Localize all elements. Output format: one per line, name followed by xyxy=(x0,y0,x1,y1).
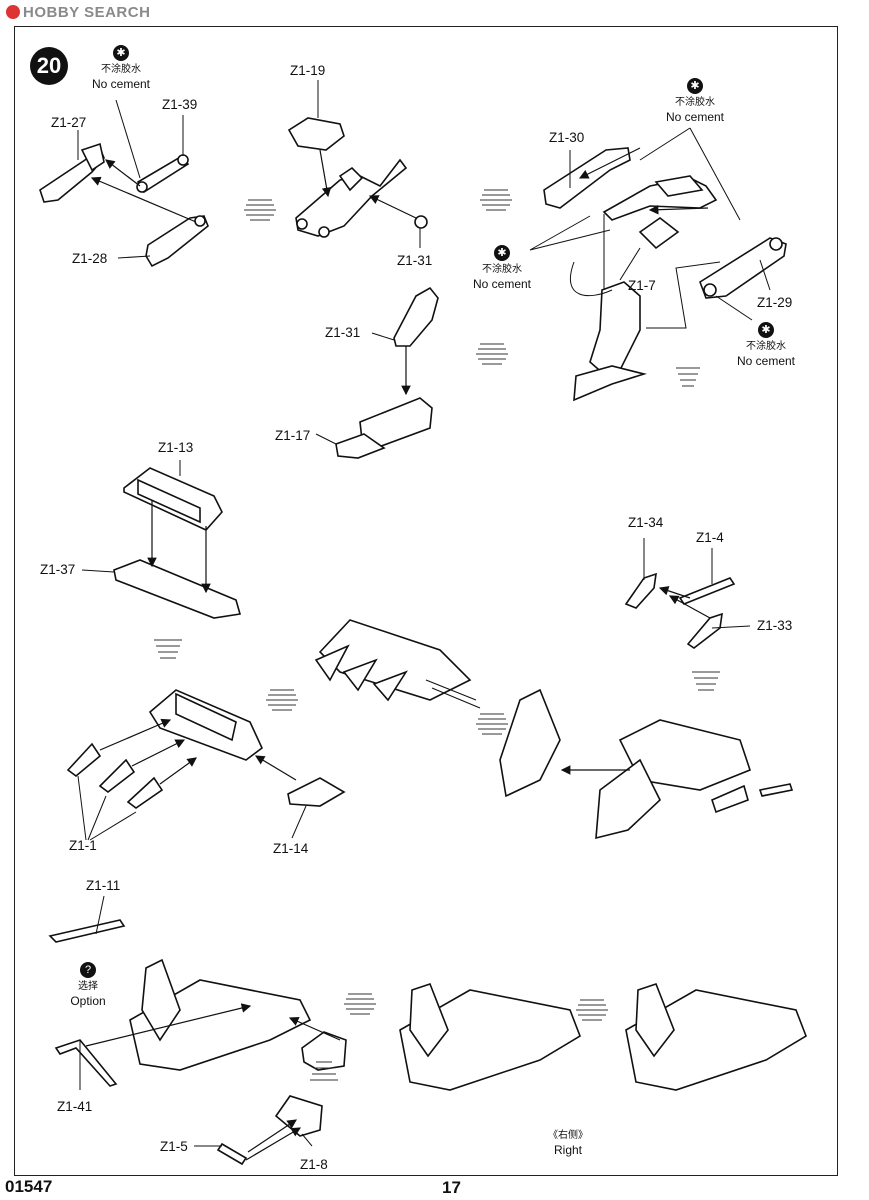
hobby-search-watermark: HOBBY SEARCH xyxy=(6,4,150,21)
instruction-frame xyxy=(14,26,838,1176)
step-number-badge: 20 xyxy=(30,47,68,85)
part-z1-28 xyxy=(145,215,209,268)
leader-lines xyxy=(77,80,771,1147)
part-z1-27 xyxy=(39,142,105,203)
part-z1-37 xyxy=(113,559,242,619)
label-z1-14: Z1-14 xyxy=(273,841,309,856)
question-icon: ? xyxy=(80,962,96,978)
part-z1-11 xyxy=(48,919,126,943)
no-glue-icon: ✱ xyxy=(494,245,510,261)
part-z1-33 xyxy=(686,612,723,649)
label-z1-17: Z1-17 xyxy=(275,428,311,443)
no-cement-note-2: ✱ 不涂胶水 No cement xyxy=(665,78,725,124)
bottom-left-assembly xyxy=(129,958,312,1071)
center-drum-assembly xyxy=(314,619,481,709)
part-z1-19 xyxy=(287,117,345,151)
part-z1-3-box xyxy=(301,1031,347,1071)
watermark-logo-icon xyxy=(6,5,20,19)
label-z1-29: Z1-29 xyxy=(757,295,793,310)
label-z1-31-mid: Z1-31 xyxy=(325,325,361,340)
part-z1-31-washer xyxy=(414,215,428,229)
label-z1-11: Z1-11 xyxy=(86,878,121,893)
page-number: 17 xyxy=(442,1178,461,1197)
label-z1-33: Z1-33 xyxy=(757,618,793,633)
label-z1-5: Z1-5 xyxy=(160,1139,188,1154)
no-glue-icon: ✱ xyxy=(758,322,774,338)
part-z1-1 xyxy=(66,742,164,809)
part-z1-14 xyxy=(287,777,346,807)
part-z1-34 xyxy=(624,572,657,609)
part-z1-8 xyxy=(274,1095,323,1137)
label-z1-39: Z1-39 xyxy=(162,97,198,112)
label-z1-13: Z1-13 xyxy=(158,440,194,455)
no-glue-icon: ✱ xyxy=(687,78,703,94)
label-z1-8: Z1-8 xyxy=(300,1157,328,1172)
bottom-right-assembly xyxy=(625,983,807,1091)
part-z1-29 xyxy=(699,237,787,299)
part-z1-41 xyxy=(54,1039,118,1087)
label-z1-34: Z1-34 xyxy=(628,515,664,530)
no-glue-icon: ✱ xyxy=(113,45,129,61)
part-z1-39 xyxy=(136,154,190,194)
part-z1-30 xyxy=(543,147,631,209)
no-cement-note-4: ✱ 不涂胶水 No cement xyxy=(736,322,796,368)
option-note: ? 选择 Option xyxy=(70,962,106,1008)
left-drum-assembly xyxy=(148,689,263,761)
right-mid-assembly xyxy=(499,688,794,840)
label-z1-27: Z1-27 xyxy=(51,115,87,130)
label-z1-31-top: Z1-31 xyxy=(397,253,433,268)
no-cement-note-3: ✱ 不涂胶水 No cement xyxy=(472,245,532,291)
part-z1-13 xyxy=(123,467,223,531)
no-cement-note-1: ✱ 不涂胶水 No cement xyxy=(91,45,151,91)
part-z1-4 xyxy=(678,577,736,605)
label-z1-19: Z1-19 xyxy=(290,63,326,78)
part-z1-17 xyxy=(335,397,433,459)
bottom-middle-assembly xyxy=(399,983,581,1091)
product-code: 01547 xyxy=(5,1177,53,1196)
part-z1-31 xyxy=(393,286,439,347)
label-z1-1: Z1-1 xyxy=(69,838,97,853)
top-right-leg xyxy=(573,281,647,402)
label-z1-7: Z1-7 xyxy=(628,278,656,293)
top-middle-assembly xyxy=(295,158,408,238)
flow-hatch-indicators xyxy=(154,189,720,1081)
label-z1-30: Z1-30 xyxy=(549,130,585,145)
part-z1-7 xyxy=(638,217,680,250)
label-z1-37: Z1-37 xyxy=(40,562,76,577)
part-z1-5 xyxy=(216,1142,248,1166)
label-z1-4: Z1-4 xyxy=(696,530,724,545)
label-z1-28: Z1-28 xyxy=(72,251,108,266)
label-z1-41: Z1-41 xyxy=(57,1099,93,1114)
right-side-caption: 《右侧》 Right xyxy=(548,1130,588,1157)
top-right-axle xyxy=(602,175,718,221)
